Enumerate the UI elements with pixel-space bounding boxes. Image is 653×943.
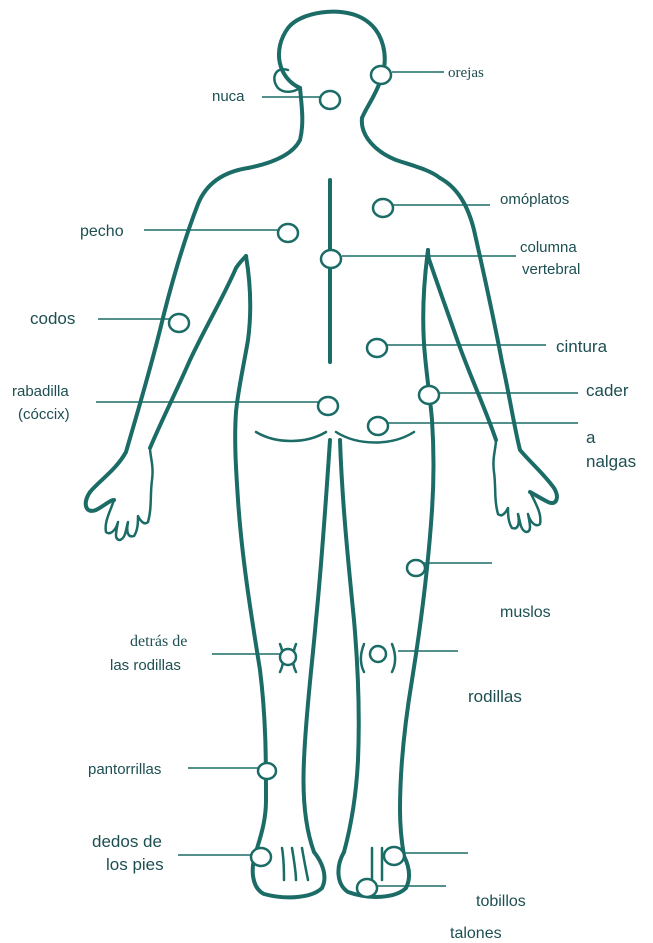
label-pecho: pecho [80,223,124,240]
label-detras-1: detrás de [130,633,187,650]
buttock-left-curve [256,432,326,441]
marker-pantorrillas [258,763,276,779]
marker-omoplatos [373,199,393,217]
marker-rabadilla [318,397,338,415]
right-foot-toes [372,848,382,880]
label-dedos-1: dedos de [92,832,162,851]
label-nuca: nuca [212,88,245,105]
label-cadera-2: a [586,428,596,447]
label-tobillos: tobillos [476,893,526,910]
label-talones: talones [450,925,502,942]
marker-codos [169,314,189,332]
marker-cintura [367,339,387,357]
marker-talones [357,879,377,897]
right-leg-inner [340,440,359,852]
marker-columna [321,250,341,268]
label-nalgas: nalgas [586,452,636,471]
marker-dedos [251,848,271,866]
marker-cadera [419,386,439,404]
label-orejas: orejas [448,65,484,81]
label-pantorrillas: pantorrillas [88,761,161,778]
label-codos: codos [30,309,75,328]
label-omoplatos: omóplatos [500,191,569,208]
label-rabadilla-1: rabadilla [12,383,69,400]
left-arm-inner [150,256,246,448]
label-cadera-1: cader [586,381,629,400]
label-rabadilla-2: (cóccix) [18,406,70,423]
label-muslos: muslos [500,604,551,621]
left-hand [106,448,153,540]
right-torso-side [423,250,433,510]
label-detras-2: las rodillas [110,657,181,674]
marker-nalgas [368,417,388,435]
marker-rodillas [370,646,386,662]
neck-right [362,118,440,178]
label-columna-1: columna [520,239,577,256]
left-leg-outer [238,500,266,852]
left-torso-side [235,256,250,500]
label-columna-2: vertebral [522,261,580,278]
label-dedos-2: los pies [106,855,164,874]
neck-left [248,88,302,168]
label-rodillas: rodillas [468,687,522,706]
marker-detras-rodillas [280,649,296,665]
marker-tobillos [384,847,404,865]
marker-pecho [278,224,298,242]
marker-orejas [371,66,391,84]
left-foot-toes [282,848,308,880]
marker-muslos [407,560,425,576]
label-cintura: cintura [556,337,608,356]
left-leg-inner [303,440,330,852]
marker-nuca [320,91,340,109]
right-hand [493,440,540,532]
left-arm-outer [86,168,248,511]
